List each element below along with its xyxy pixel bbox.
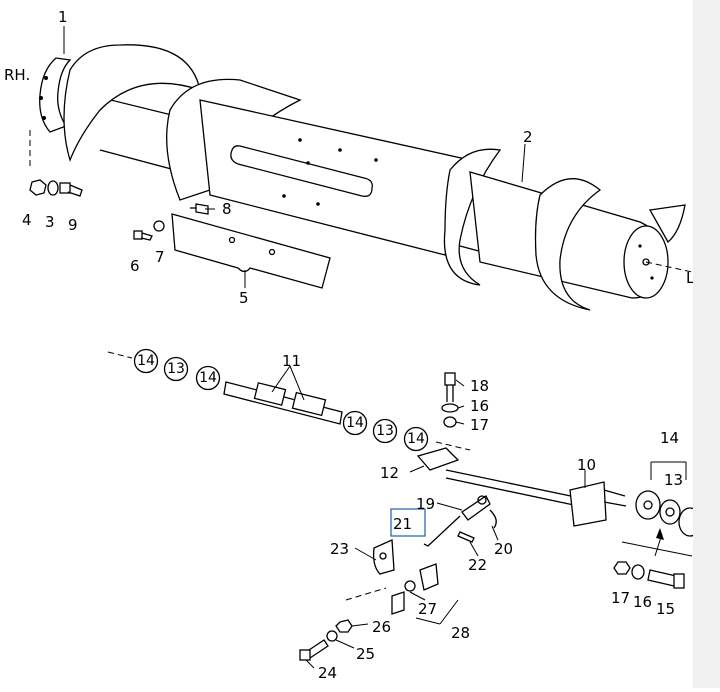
callout-28: 28 xyxy=(451,624,470,642)
bolt-18-shank xyxy=(446,385,454,402)
bolt-9-head xyxy=(59,182,71,194)
washer-3 xyxy=(47,180,59,196)
lever-10 xyxy=(569,481,607,527)
callout-18: 18 xyxy=(470,377,489,395)
washer-16 xyxy=(631,564,645,580)
bushing-27 xyxy=(404,580,416,592)
callout-16: 16 xyxy=(470,397,489,415)
shaft-collar-b xyxy=(291,391,327,417)
auger-assembly xyxy=(29,44,693,311)
bracket-5 xyxy=(171,213,331,289)
callout-27: 27 xyxy=(418,600,437,618)
nut-4 xyxy=(29,179,47,196)
bolt-24-head xyxy=(299,649,311,661)
auger-body xyxy=(199,99,471,256)
bolt-9-shank xyxy=(67,184,83,197)
callout-10: 10 xyxy=(577,456,596,474)
callout-9: 9 xyxy=(68,216,78,234)
callout-4: 4 xyxy=(22,211,32,229)
circled-callout: 14 xyxy=(137,353,155,369)
circled-callout: 14 xyxy=(346,415,364,431)
washer-25 xyxy=(326,630,338,642)
leader-lines xyxy=(63,26,586,669)
bracket-23 xyxy=(372,539,395,575)
flange-14a xyxy=(635,490,661,520)
drive-assembly xyxy=(107,351,702,661)
washer-16-upper xyxy=(441,403,459,413)
block-28a xyxy=(419,563,439,591)
callout-24: 24 xyxy=(318,664,337,682)
callout-23: 23 xyxy=(330,540,349,558)
auger-flight-3 xyxy=(443,148,502,286)
bolt-15 xyxy=(647,569,677,587)
callout-8: 8 xyxy=(222,200,232,218)
callout-20: 20 xyxy=(494,540,513,558)
callout-7: 7 xyxy=(155,248,165,266)
shaft-10 xyxy=(445,469,591,509)
callout-21-box xyxy=(390,508,426,537)
pin-22 xyxy=(457,531,475,543)
auger-flight-4 xyxy=(534,177,602,311)
screw-8 xyxy=(195,203,209,215)
side-label-rh: RH. xyxy=(4,66,30,84)
callout-11: 11 xyxy=(282,352,301,370)
circled-callout: 14 xyxy=(407,431,425,447)
pin-21 xyxy=(423,515,461,547)
nut-17-upper xyxy=(443,416,457,428)
block-28b xyxy=(391,591,405,615)
callout-2: 2 xyxy=(523,128,533,146)
callout-19: 19 xyxy=(416,495,435,513)
circled-callout: 14 xyxy=(199,370,217,386)
callout-1: 1 xyxy=(58,8,68,26)
circled-callout: 13 xyxy=(376,423,394,439)
callout-14: 14 xyxy=(660,429,679,447)
bracket-14-right xyxy=(650,461,687,480)
lower-leader xyxy=(345,587,387,601)
bolt-18-head xyxy=(444,372,456,386)
bearing-13 xyxy=(659,499,681,525)
callout-labels: RH. L 1 2 4 3 9 8 6 7 5 11 18 16 17 12 1… xyxy=(4,8,695,682)
callout-13: 13 xyxy=(664,471,683,489)
shaft-collar-a xyxy=(253,382,287,406)
callout-22: 22 xyxy=(468,556,487,574)
circled-callouts: 14 13 14 14 13 14 xyxy=(133,348,429,452)
bolt-15-head xyxy=(673,573,685,589)
callout-21: 21 xyxy=(393,515,412,533)
auger-end-fin xyxy=(648,204,686,243)
side-label-l: L xyxy=(686,269,693,287)
flange-14b xyxy=(678,507,702,537)
callout-25: 25 xyxy=(356,645,375,663)
callout-17: 17 xyxy=(470,416,489,434)
callout-12: 12 xyxy=(380,464,399,482)
end-plate-hardware xyxy=(29,179,83,197)
diagram-canvas: 14 13 14 14 13 14 RH. L 1 2 4 3 9 8 6 7 … xyxy=(4,8,702,682)
callout-6: 6 xyxy=(130,257,140,275)
callout-15: 15 xyxy=(656,600,675,618)
bolt-6 xyxy=(133,230,143,240)
callout-26: 26 xyxy=(372,618,391,636)
auger-flight-1 xyxy=(63,44,201,162)
washer-7 xyxy=(153,220,165,232)
clip-20 xyxy=(489,509,497,529)
callout-16-lower: 16 xyxy=(633,593,652,611)
auger-axis-line xyxy=(645,261,693,273)
callout-3: 3 xyxy=(45,213,55,231)
page-edge-strip xyxy=(693,0,720,688)
nut-17 xyxy=(613,561,631,575)
callout-5: 5 xyxy=(239,289,249,307)
arm-12 xyxy=(416,447,460,471)
callout-17-lower: 17 xyxy=(611,589,630,607)
shaft-axis-right xyxy=(435,441,471,451)
circled-callout: 13 xyxy=(167,361,185,377)
shaft-axis-left xyxy=(107,351,133,359)
nut-26 xyxy=(335,619,353,633)
auger-slot xyxy=(230,145,373,197)
tube-holes xyxy=(282,138,378,206)
